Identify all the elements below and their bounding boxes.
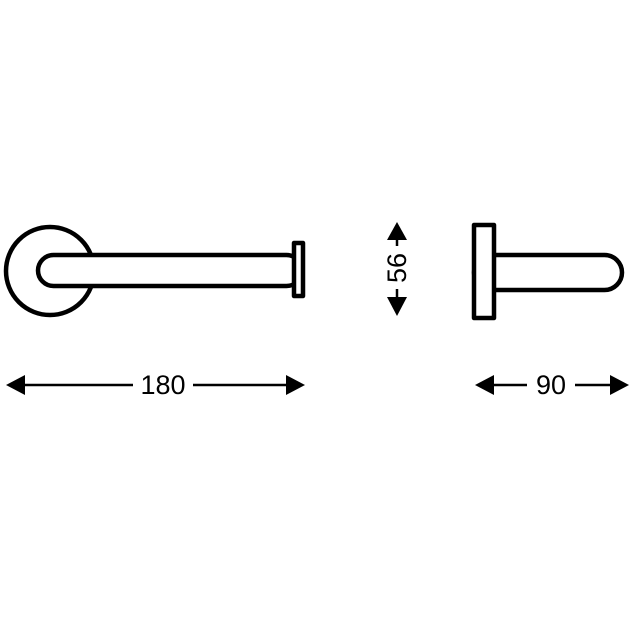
- depth-arrow-left: [475, 375, 494, 395]
- depth-dimension: 90: [475, 370, 629, 400]
- width-dimension: 180: [6, 370, 305, 400]
- width-arrow-left: [6, 375, 25, 395]
- side-wall-plate: [471, 222, 497, 321]
- height-dimension: 56: [382, 222, 412, 316]
- front-view: [3, 224, 306, 318]
- depth-dimension-label: 90: [536, 370, 566, 400]
- height-arrow-down: [387, 297, 407, 316]
- holder-arm: [35, 252, 305, 289]
- arm-end-cap: [291, 240, 306, 299]
- width-arrow-right: [286, 375, 305, 395]
- side-view: [471, 222, 625, 321]
- height-dimension-label: 56: [382, 253, 412, 283]
- width-dimension-label: 180: [140, 370, 185, 400]
- height-arrow-up: [387, 222, 407, 240]
- depth-arrow-right: [610, 375, 629, 395]
